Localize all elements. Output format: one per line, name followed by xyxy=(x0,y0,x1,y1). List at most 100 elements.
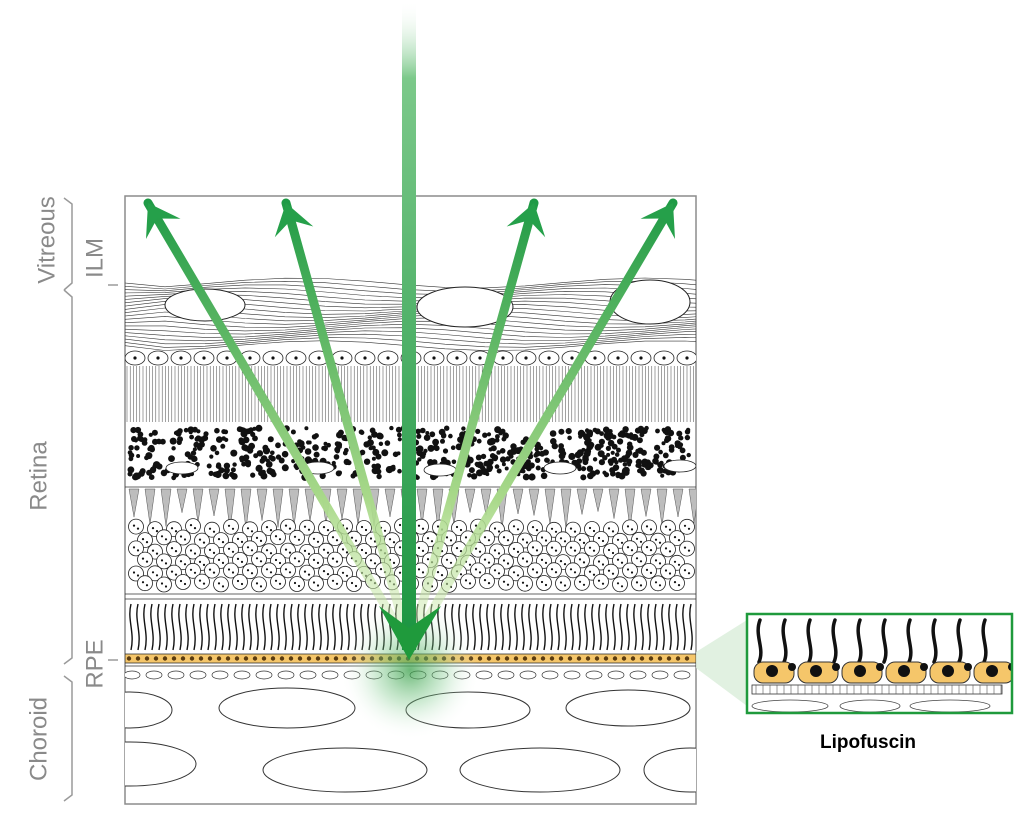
outer-nucleus xyxy=(213,553,229,569)
chromatin-dot xyxy=(531,568,535,571)
photoreceptor-segment xyxy=(164,603,168,651)
inner-vessel xyxy=(165,461,199,475)
rpe-nucleus xyxy=(585,656,591,661)
chromatin-dot xyxy=(649,528,653,531)
outer-nucleus xyxy=(641,563,657,579)
beam-arrowhead xyxy=(379,606,441,660)
outer-nucleus xyxy=(451,520,467,536)
nuclear-dot xyxy=(504,466,509,471)
chromatin-dot xyxy=(487,582,491,585)
nuclear-dot xyxy=(580,466,587,472)
photoreceptor-segment xyxy=(549,603,553,651)
nuclear-dot xyxy=(654,444,661,451)
chromatin-dot xyxy=(687,549,691,552)
nuclear-dot xyxy=(270,450,275,456)
inset-membrane-band xyxy=(751,684,1003,695)
chromatin-dot xyxy=(189,524,193,527)
chromatin-dot xyxy=(354,584,358,588)
nuclear-dot xyxy=(304,456,312,464)
nuclear-dot xyxy=(376,432,383,440)
plexiform-triangle xyxy=(192,488,204,523)
nuclear-dot xyxy=(136,454,141,458)
chromatin-dot xyxy=(326,573,330,576)
chromatin-dot xyxy=(141,557,145,560)
photoreceptor-segment xyxy=(332,603,336,651)
ganglion-nucleus xyxy=(432,356,436,360)
chromatin-dot xyxy=(255,536,259,540)
photoreceptor-segment xyxy=(262,603,266,651)
chromatin-dot xyxy=(544,539,548,542)
chromatin-dot xyxy=(189,568,193,571)
rpe-nucleus xyxy=(126,656,132,661)
chromatin-dot xyxy=(164,585,168,588)
nuclear-dot xyxy=(359,449,366,456)
chromatin-dot xyxy=(673,536,677,539)
chromatin-dot xyxy=(525,541,529,544)
nuclear-dot xyxy=(427,444,435,452)
choriocapillaris xyxy=(299,670,317,680)
chromatin-dot xyxy=(221,585,225,588)
nuclear-dot xyxy=(667,429,675,437)
chromatin-dot xyxy=(493,569,497,572)
chromatin-dot xyxy=(312,558,316,562)
chromatin-dot xyxy=(269,552,273,555)
chromatin-dot xyxy=(174,530,178,533)
nuclear-dot xyxy=(256,450,264,457)
nuclear-dot xyxy=(144,455,149,461)
nuclear-dot xyxy=(260,455,268,462)
chromatin-dot xyxy=(550,546,554,549)
nuclear-dot xyxy=(598,459,606,466)
nuclear-dot xyxy=(678,435,684,441)
zoom-connector xyxy=(696,620,747,706)
outer-nucleus xyxy=(365,553,381,570)
chromatin-dot xyxy=(132,524,136,527)
outer-nucleus xyxy=(166,541,182,557)
photoreceptor-segment xyxy=(220,603,224,651)
chromatin-dot xyxy=(335,539,339,542)
chromatin-dot xyxy=(506,562,510,565)
plexiform-triangle xyxy=(528,488,540,516)
nuclear-dot xyxy=(221,429,227,435)
chromatin-dot xyxy=(639,560,643,563)
nuclear-dot xyxy=(635,458,643,466)
nuclear-dot xyxy=(587,472,594,480)
chromatin-dot xyxy=(611,530,615,533)
rpe-nucleus xyxy=(522,656,528,661)
nuclear-dot xyxy=(128,445,134,451)
chromatin-dot xyxy=(626,546,630,549)
rpe-nucleus xyxy=(549,656,555,661)
chromatin-dot xyxy=(198,538,202,541)
chromatin-dot xyxy=(607,569,611,572)
outer-nucleus xyxy=(593,554,609,571)
plexiform-triangle xyxy=(304,488,316,522)
chromatin-dot xyxy=(255,557,259,560)
nuclear-dot xyxy=(656,466,664,474)
chromatin-dot xyxy=(350,581,354,585)
chromatin-dot xyxy=(573,571,577,574)
ganglion-nucleus xyxy=(340,356,344,360)
chromatin-dot xyxy=(145,541,149,544)
plexiform-triangle xyxy=(256,488,268,521)
nuclear-dot xyxy=(652,457,659,465)
nuclear-dot xyxy=(238,438,246,446)
outer-nucleus xyxy=(498,574,514,591)
outer-nucleus xyxy=(251,576,267,593)
outer-nucleus xyxy=(479,573,495,589)
nuclear-dot xyxy=(385,466,393,474)
nuclear-dot xyxy=(417,457,422,462)
ray-arrowhead xyxy=(640,203,675,239)
photoreceptor-segment xyxy=(479,603,483,651)
chromatin-dot xyxy=(468,582,472,585)
rpe-nucleus xyxy=(675,656,681,661)
photoreceptor-segment xyxy=(514,603,518,651)
nuclear-dot xyxy=(432,438,439,446)
vitreous-bracket xyxy=(63,197,73,291)
chromatin-dot xyxy=(202,541,206,544)
inset-bruchs-membrane xyxy=(751,684,1003,713)
photoreceptor-segment xyxy=(227,603,231,651)
outer-nucleus xyxy=(137,551,153,568)
rpe-nucleus xyxy=(225,656,231,661)
nuclear-dot xyxy=(602,470,607,475)
chromatin-dot xyxy=(649,549,653,552)
photoreceptor-segment xyxy=(507,603,511,651)
